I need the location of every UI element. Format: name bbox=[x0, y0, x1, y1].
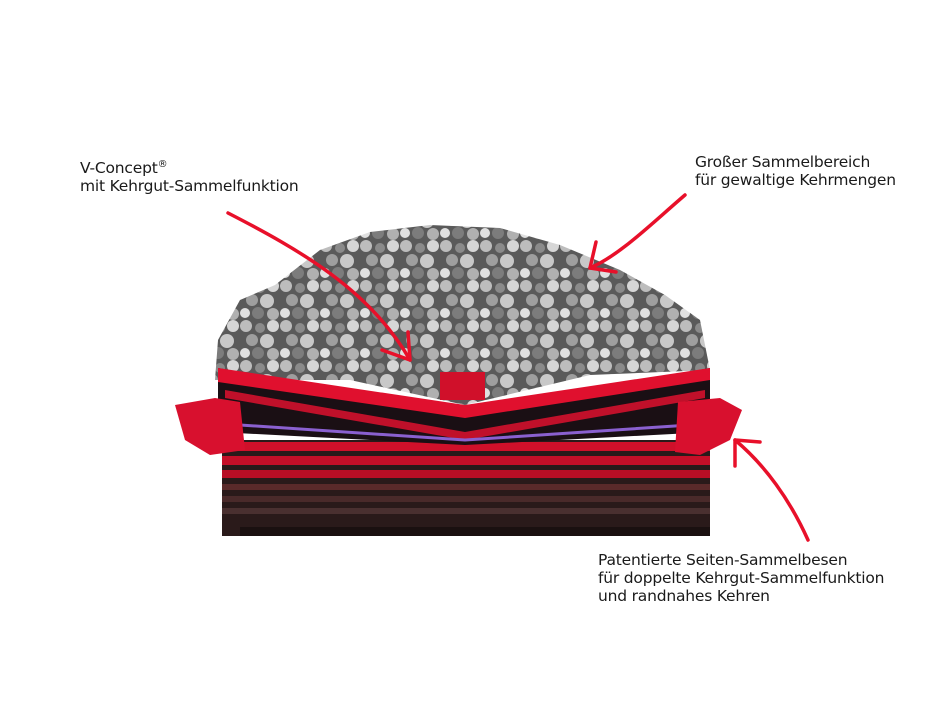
arrow-head-v-concept bbox=[380, 330, 412, 362]
arrow-v-concept bbox=[226, 211, 412, 362]
annotation-line: Patentierte Seiten-Sammelbesen bbox=[598, 551, 848, 569]
arrow-side-brush bbox=[733, 438, 810, 542]
annotation-line: für doppelte Kehrgut-Sammelfunktion bbox=[598, 569, 885, 587]
center-block bbox=[440, 372, 485, 400]
annotation-line: für gewaltige Kehrmengen bbox=[695, 171, 896, 189]
sweeper-body bbox=[222, 440, 710, 536]
arrow-head-collection-area bbox=[588, 240, 618, 274]
annotation-v-concept: V-Concept® mit Kehrgut-Sammelfunktion bbox=[80, 159, 299, 195]
annotation-line: mit Kehrgut-Sammelfunktion bbox=[80, 177, 299, 195]
annotation-line: V-Concept bbox=[80, 159, 158, 177]
annotation-line: Großer Sammelbereich bbox=[695, 153, 871, 171]
annotation-line: und randnahes Kehren bbox=[598, 587, 770, 605]
v-panel-edge bbox=[239, 423, 691, 442]
registered-mark: ® bbox=[157, 158, 168, 170]
annotation-collection-area: Großer Sammelbereich für gewaltige Kehrm… bbox=[695, 153, 896, 189]
annotation-side-brush: Patentierte Seiten-Sammelbesen für doppe… bbox=[598, 551, 884, 605]
v-concept-panel bbox=[218, 368, 710, 445]
v-panel-red-top bbox=[218, 368, 710, 418]
arrow-collection-area bbox=[588, 193, 687, 270]
gravel-mound bbox=[215, 225, 710, 405]
side-brush-left bbox=[175, 398, 245, 455]
side-brush-right bbox=[675, 398, 742, 455]
arrow-head-side-brush bbox=[733, 438, 762, 468]
